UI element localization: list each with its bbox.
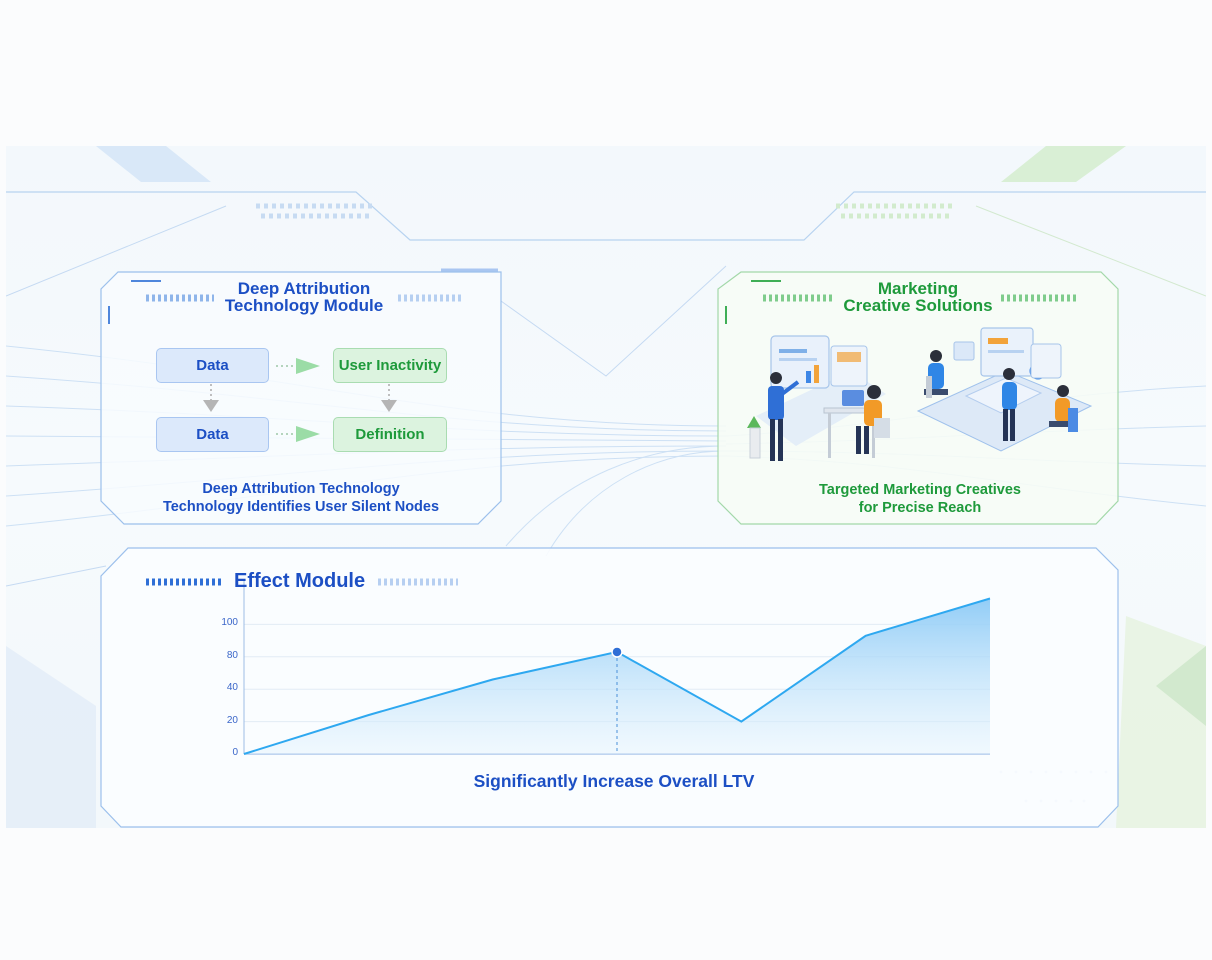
flow-arrow-head	[296, 426, 320, 442]
marketing-caption-line1: Targeted Marketing Creatives	[819, 482, 1021, 498]
corner-decoration	[6, 646, 96, 828]
flow-box-data-2: Data	[156, 417, 269, 452]
ltv-chart	[243, 580, 991, 755]
attribution-caption: Deep Attribution Technology Technology I…	[151, 480, 451, 516]
flow-box-data-1: Data	[156, 348, 269, 383]
attribution-title-line1: Deep Attribution	[237, 279, 371, 298]
y-tick-label: 40	[226, 682, 238, 694]
flow-arrow-head	[381, 400, 397, 412]
attribution-caption-line2: Technology Identifies User Silent Nodes	[162, 499, 440, 515]
marketing-caption-line2: for Precise Reach	[858, 500, 982, 516]
y-tick-label: 80	[226, 649, 238, 661]
chart-highlight-point	[611, 646, 623, 658]
infographic-stage: Deep Attribution Technology Module Data …	[6, 146, 1206, 828]
top-stripes	[256, 203, 376, 219]
attribution-panel-frame	[100, 271, 502, 525]
corner-decoration	[1116, 616, 1206, 828]
flow-arrow-head	[203, 400, 219, 412]
y-tick-label: 100	[221, 617, 238, 629]
flow-box-user-inactivity: User Inactivity	[333, 348, 447, 383]
flow-box-definition: Definition	[333, 417, 447, 452]
corner-decoration	[1156, 646, 1206, 726]
decor-line	[975, 205, 1206, 297]
y-tick-label: 20	[226, 714, 238, 726]
top-stripes	[836, 203, 956, 219]
corner-decoration	[96, 146, 211, 182]
effect-title: Effect Module	[234, 570, 366, 592]
marketing-team-illustration	[747, 327, 1093, 461]
marketing-title: Marketing Creative Solutions	[818, 280, 1018, 314]
attribution-caption-line1: Deep Attribution Technology	[202, 481, 400, 497]
corner-decoration	[1001, 146, 1126, 182]
attribution-title-line2: Technology Module	[224, 296, 384, 315]
y-tick-label: 0	[232, 747, 238, 758]
flow-arrow-head	[296, 358, 320, 374]
attribution-title: Deep Attribution Technology Module	[204, 280, 404, 314]
decor-line	[6, 205, 227, 297]
effect-caption: Significantly Increase Overall LTV	[473, 771, 755, 791]
marketing-title-line2: Creative Solutions	[843, 296, 993, 315]
marketing-caption: Targeted Marketing Creatives for Precise…	[770, 481, 1070, 517]
marketing-title-line1: Marketing	[877, 279, 959, 298]
background-graphics	[6, 146, 1206, 828]
decor-line	[500, 265, 727, 377]
top-frame-line	[6, 191, 1206, 241]
decor-line	[6, 565, 107, 587]
